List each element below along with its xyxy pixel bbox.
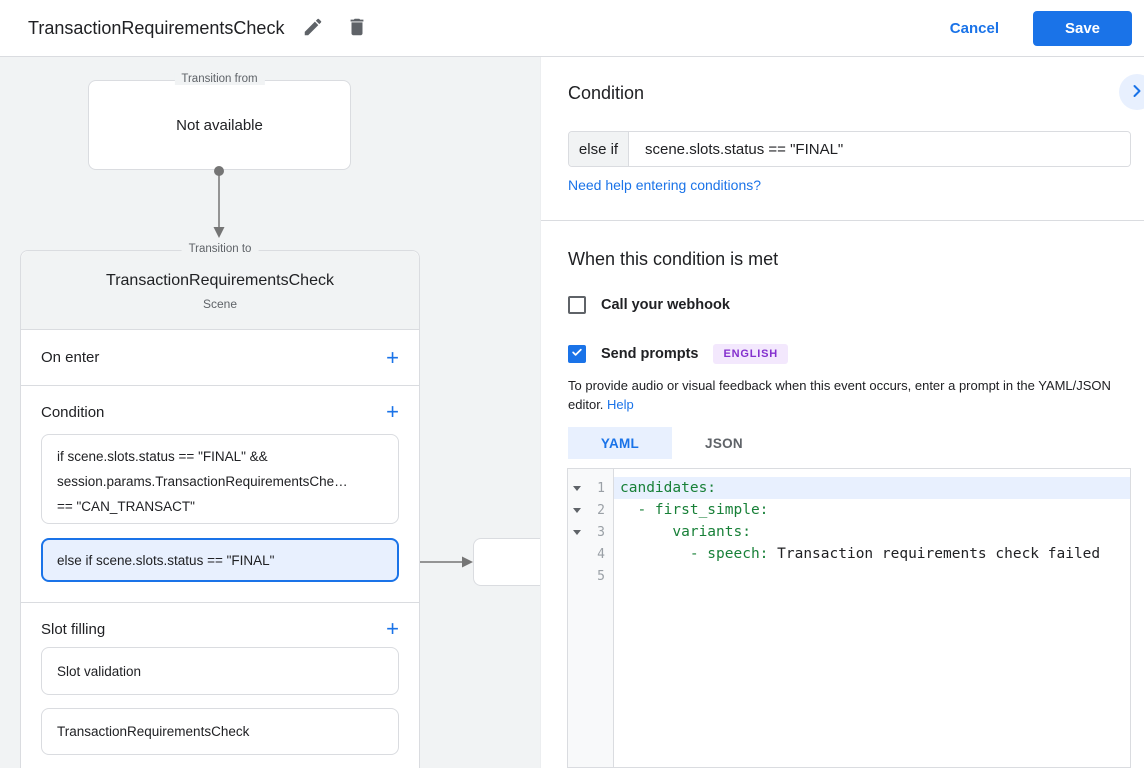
panel-title: Condition <box>568 83 645 103</box>
pencil-icon <box>302 16 324 41</box>
prompt-description-text: To provide audio or visual feedback when… <box>568 378 1111 412</box>
tab-json[interactable]: JSON <box>672 427 776 459</box>
code-line[interactable] <box>614 565 1130 587</box>
condition-item-selected[interactable]: else if scene.slots.status == "FINAL" <box>41 538 399 582</box>
send-prompts-checkbox[interactable] <box>568 345 586 363</box>
transition-from-node: Transition from Not available <box>88 73 351 170</box>
transition-to-label: Transition to <box>181 243 259 255</box>
editor-line: 2 - first_simple: <box>568 499 1130 521</box>
editor-line: 3 variants: <box>568 521 1130 543</box>
delete-scene-button[interactable] <box>342 12 372 45</box>
condition-expression-input[interactable] <box>629 132 1130 166</box>
code-line[interactable]: - speech: Transaction requirements check… <box>620 546 1101 562</box>
condition-detail-panel: Condition else if Need help entering con… <box>540 57 1144 768</box>
page-title: TransactionRequirementsCheck <box>28 17 285 38</box>
add-on-enter-button[interactable]: + <box>386 344 399 370</box>
call-webhook-label: Call your webhook <box>601 297 730 313</box>
add-condition-button[interactable]: + <box>386 399 399 424</box>
condition-prefix: else if <box>569 132 629 166</box>
transition-from-content: Not available <box>176 116 263 134</box>
fold-icon[interactable] <box>573 508 581 513</box>
editor-rows: 1 candidates: 2 - first_simple: 3 varian… <box>568 477 1130 587</box>
editor-format-tabs: YAML JSON <box>568 427 776 459</box>
top-bar: TransactionRequirementsCheck Cancel Save <box>0 0 1144 57</box>
code-line-active[interactable]: candidates: <box>614 477 1130 499</box>
code-line[interactable]: variants: <box>620 524 751 540</box>
edit-scene-button[interactable] <box>298 12 328 45</box>
save-button[interactable]: Save <box>1033 11 1132 46</box>
conditions-help-link[interactable]: Need help entering conditions? <box>568 177 762 193</box>
scene-flow-canvas: Transition from Not available Transition… <box>0 57 540 768</box>
scene-title: TransactionRequirementsCheck <box>106 272 334 289</box>
editor-line: 4 - speech: Transaction requirements che… <box>568 543 1130 565</box>
add-slot-button[interactable]: + <box>386 616 399 641</box>
transition-to-node: Transition to TransactionRequirementsChe… <box>20 243 420 768</box>
scene-subtitle: Scene <box>202 297 238 311</box>
scene-card-header: TransactionRequirementsCheck Scene <box>21 251 419 330</box>
prompts-row: Send prompts ENGLISH <box>568 344 788 364</box>
slot-item[interactable]: TransactionRequirementsCheck <box>41 708 399 755</box>
prompt-description: To provide audio or visual feedback when… <box>568 376 1128 414</box>
code-line[interactable]: - first_simple: <box>620 502 769 518</box>
checkmark-icon <box>570 345 584 364</box>
transition-from-label: Transition from <box>174 73 265 85</box>
call-webhook-checkbox[interactable] <box>568 296 586 314</box>
cancel-button[interactable]: Cancel <box>949 20 999 37</box>
slot-item[interactable]: Slot validation <box>41 647 399 695</box>
line-number: 2 <box>597 502 605 518</box>
slot-filling-label: Slot filling <box>41 620 106 638</box>
on-enter-section: On enter + <box>21 330 419 386</box>
send-prompts-label: Send prompts <box>601 346 699 362</box>
language-badge: ENGLISH <box>713 344 788 364</box>
on-enter-label: On enter <box>41 349 100 366</box>
line-number: 1 <box>597 480 605 496</box>
fold-icon[interactable] <box>573 530 581 535</box>
prompt-help-link[interactable]: Help <box>607 397 634 412</box>
line-number: 4 <box>597 546 605 562</box>
trash-icon <box>346 16 368 41</box>
webhook-row: Call your webhook <box>568 296 730 314</box>
when-condition-met-heading: When this condition is met <box>568 249 779 269</box>
condition-expression-group: else if <box>568 131 1131 167</box>
slot-filling-section-header: Slot filling + <box>21 603 419 647</box>
editor-gutter <box>568 469 614 767</box>
line-number: 5 <box>597 568 605 584</box>
yaml-code-editor[interactable]: 1 candidates: 2 - first_simple: 3 varian… <box>567 468 1131 768</box>
fold-icon[interactable] <box>573 486 581 491</box>
chevron-right-icon <box>1127 81 1144 104</box>
line-number: 3 <box>597 524 605 540</box>
condition-section-label: Condition <box>41 403 105 421</box>
editor-line: 5 <box>568 565 1130 587</box>
section-divider <box>21 582 419 603</box>
editor-line: 1 candidates: <box>568 477 1130 499</box>
tab-yaml[interactable]: YAML <box>568 427 672 459</box>
collapse-panel-button[interactable] <box>1119 74 1144 110</box>
condition-section-header: Condition + <box>21 386 419 434</box>
topbar-actions: Cancel Save <box>950 0 1132 57</box>
condition-item[interactable]: if scene.slots.status == "FINAL" && sess… <box>41 434 399 524</box>
panel-divider <box>541 220 1144 221</box>
transition-target-node[interactable] <box>473 538 540 586</box>
